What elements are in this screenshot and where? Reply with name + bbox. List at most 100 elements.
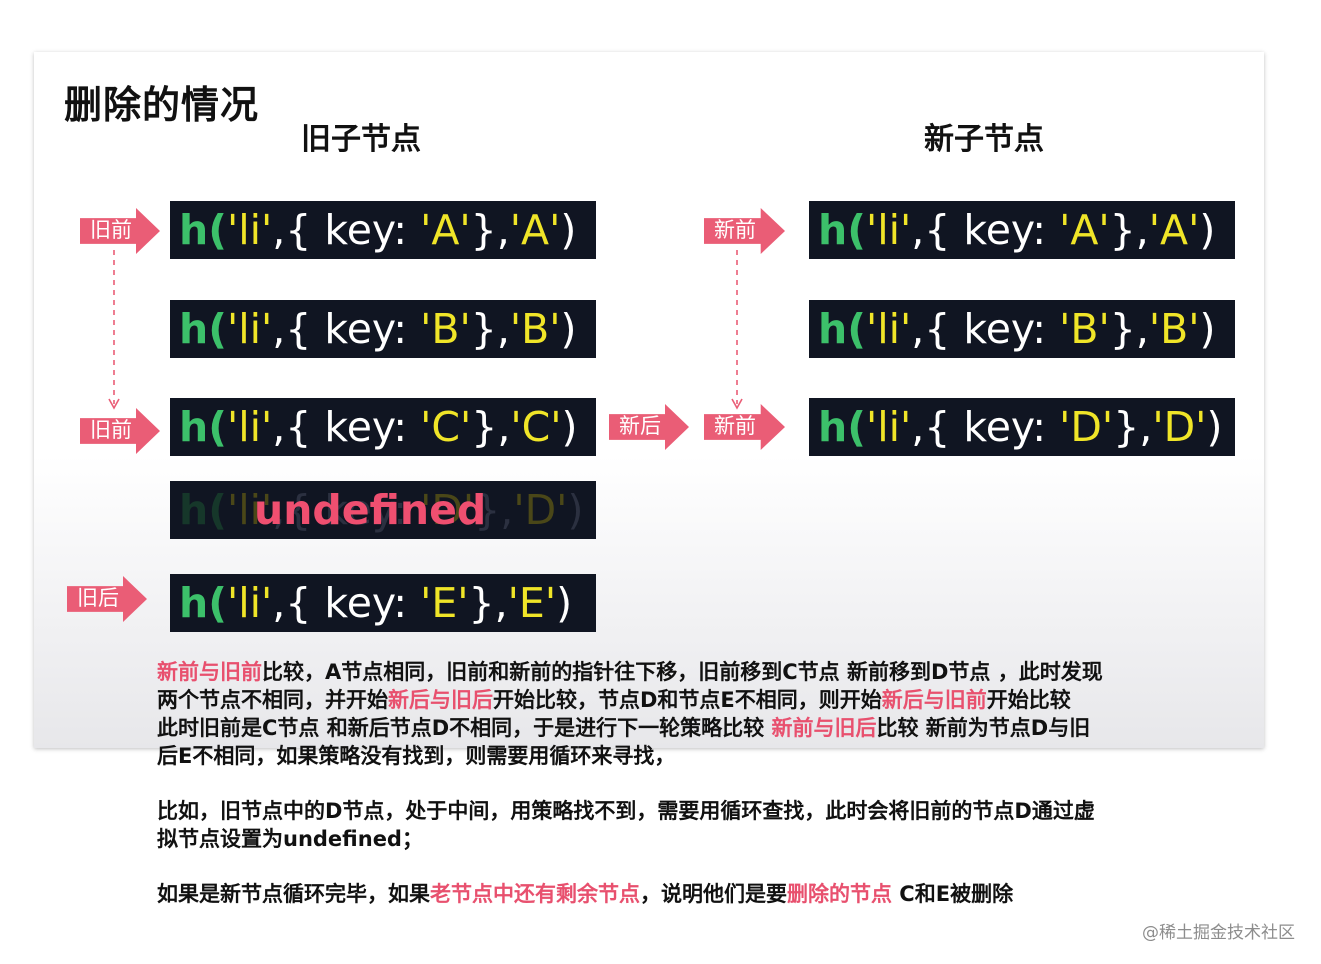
- code-key-label: ,{ key:: [272, 579, 421, 627]
- highlight-text: 新后与旧后: [388, 688, 493, 712]
- code-li: 'li': [865, 206, 912, 254]
- desc-text: 两个节点不相同，并开始: [157, 688, 388, 712]
- code-end: ): [560, 206, 577, 254]
- desc-text: 比较，A节点相同，旧前和新前的指针往下移，旧前移到C节点 新前移到D节点 ，此时…: [262, 660, 1103, 684]
- code-key-value: 'D': [1059, 403, 1114, 451]
- desc-line-6: 拟节点设置为undefined；: [157, 825, 423, 853]
- code-key-label: ,{ key:: [911, 206, 1060, 254]
- code-h-fn: h(: [179, 486, 227, 534]
- code-text-value: 'A': [1148, 206, 1200, 254]
- code-h-fn: h(: [818, 305, 866, 353]
- desc-line-4: 后E不相同，如果策略没有找到，则需要用循环来寻找，: [157, 742, 675, 770]
- code-key-value: 'D': [420, 486, 475, 534]
- new-children-heading: 新子节点: [924, 122, 1044, 157]
- code-key-value: 'C': [420, 403, 472, 451]
- code-end: ): [1206, 403, 1223, 451]
- code-key-value: 'A': [1059, 206, 1110, 254]
- new-back-pointer: 新后: [609, 404, 689, 450]
- code-end: ): [1199, 305, 1216, 353]
- code-close: },: [1109, 206, 1149, 254]
- old-node-c: h('li',{ key: 'C'},'C'): [170, 398, 596, 456]
- page-title: 删除的情况: [64, 83, 260, 127]
- code-li: 'li': [226, 579, 273, 627]
- code-key-label: ,{ key:: [911, 403, 1060, 451]
- code-h-fn: h(: [179, 206, 227, 254]
- old-front-pointer-initial: 旧前: [80, 208, 160, 254]
- code-close: },: [471, 403, 511, 451]
- pointer-label: 旧前: [90, 218, 132, 242]
- code-end: ): [567, 486, 584, 534]
- code-h-fn: h(: [818, 206, 866, 254]
- new-node-a: h('li',{ key: 'A'},'A'): [809, 201, 1235, 259]
- code-text-value: 'C': [510, 403, 562, 451]
- pointer-label: 新前: [714, 218, 756, 242]
- desc-line-7: 如果是新节点循环完毕，如果老节点中还有剩余节点，说明他们是要删除的节点 C和E被…: [157, 880, 1013, 908]
- code-text-value: 'E': [507, 579, 557, 627]
- desc-text: 后E不相同，如果策略没有找到，则需要用循环来寻找，: [157, 744, 676, 768]
- highlight-text: 删除的节点: [787, 882, 892, 906]
- code-end: ): [561, 403, 578, 451]
- code-key-label: ,{ key:: [911, 305, 1060, 353]
- old-node-d-undefined: h('li',{ key: 'D'},'D') undefined: [170, 481, 596, 539]
- watermark: @稀土掘金技术社区: [1142, 923, 1295, 943]
- code-text-value: 'D': [513, 486, 568, 534]
- desc-text: 比较 新前为节点D与旧: [876, 716, 1091, 740]
- code-key-value: 'E': [420, 579, 469, 627]
- old-node-e: h('li',{ key: 'E'},'E'): [170, 574, 596, 632]
- code-close: },: [1113, 403, 1153, 451]
- code-key-label: ,{ key:: [272, 486, 421, 534]
- highlight-text: 新前与旧前: [157, 660, 262, 684]
- code-text-value: 'A': [509, 206, 561, 254]
- code-end: ): [560, 305, 577, 353]
- code-key-label: ,{ key:: [272, 403, 421, 451]
- highlight-text: 新前与旧后: [771, 716, 877, 740]
- old-node-a: h('li',{ key: 'A'},'A'): [170, 201, 596, 259]
- code-end: ): [1199, 206, 1216, 254]
- highlight-text: 新后与旧前: [881, 688, 987, 712]
- desc-text: 拟节点设置为undefined；: [157, 827, 423, 851]
- code-h-fn: h(: [179, 403, 227, 451]
- pointer-label: 旧前: [90, 418, 132, 442]
- old-back-pointer: 旧后: [67, 576, 147, 622]
- code-key-value: 'B': [420, 305, 471, 353]
- desc-line-5: 比如，旧节点中的D节点，处于中间，用策略找不到，需要用循环查找，此时会将旧前的节…: [157, 797, 1095, 825]
- desc-text: 开始比较，节点D和节点E不相同，则开始: [493, 688, 882, 712]
- code-li: 'li': [865, 403, 912, 451]
- old-children-heading: 旧子节点: [301, 122, 421, 157]
- code-close: },: [470, 305, 510, 353]
- code-key-value: 'B': [1059, 305, 1110, 353]
- code-close: },: [474, 486, 514, 534]
- pointer-label: 新前: [714, 414, 756, 438]
- pointer-label: 旧后: [77, 586, 119, 610]
- old-front-pointer-moved: 旧前: [80, 408, 160, 454]
- new-front-pointer-moved: 新前: [704, 404, 785, 450]
- code-h-fn: h(: [179, 305, 227, 353]
- desc-line-2: 两个节点不相同，并开始新后与旧后开始比较，节点D和节点E不相同，则开始新后与旧前…: [157, 686, 1071, 714]
- code-close: },: [470, 206, 510, 254]
- desc-text: 比如，旧节点中的D节点，处于中间，用策略找不到，需要用循环查找，此时会将旧前的节…: [157, 799, 1095, 823]
- code-close: },: [1109, 305, 1149, 353]
- old-front-move-dashed-arrow: [108, 250, 120, 410]
- code-text-value: 'B': [1148, 305, 1200, 353]
- code-text-value: 'D': [1152, 403, 1207, 451]
- code-key-label: ,{ key:: [272, 206, 421, 254]
- new-node-d: h('li',{ key: 'D'},'D'): [809, 398, 1235, 456]
- desc-text: 此时旧前是C节点 和新后节点D不相同，于是进行下一轮策略比较: [157, 716, 772, 740]
- code-li: 'li': [226, 206, 273, 254]
- new-front-pointer-initial: 新前: [704, 208, 785, 254]
- code-end: ): [556, 579, 573, 627]
- desc-line-3: 此时旧前是C节点 和新后节点D不相同，于是进行下一轮策略比较 新前与旧后比较 新…: [157, 714, 1090, 742]
- highlight-text: 老节点中还有剩余节点: [430, 882, 640, 906]
- old-node-b: h('li',{ key: 'B'},'B'): [170, 300, 596, 358]
- undefined-overlay: undefined: [254, 486, 487, 534]
- desc-text: ，说明他们是要: [640, 882, 787, 906]
- code-h-fn: h(: [818, 403, 866, 451]
- code-key-label: ,{ key:: [272, 305, 421, 353]
- desc-text: 如果是新节点循环完毕，如果: [157, 882, 430, 906]
- new-node-b: h('li',{ key: 'B'},'B'): [809, 300, 1235, 358]
- new-front-move-dashed-arrow: [731, 250, 743, 410]
- code-close: },: [468, 579, 508, 627]
- code-h-fn: h(: [179, 579, 227, 627]
- code-li: 'li': [226, 305, 273, 353]
- desc-text: 开始比较: [986, 688, 1071, 712]
